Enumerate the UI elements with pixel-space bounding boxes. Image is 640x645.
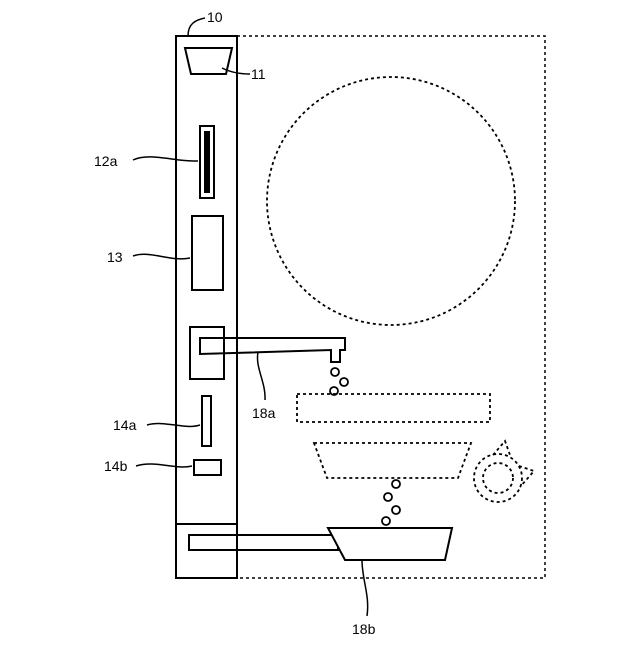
card-slot-opening — [204, 131, 210, 193]
label-18b: 18b — [352, 621, 376, 637]
display-panel — [192, 216, 223, 290]
leader-14b — [136, 464, 192, 467]
lower-tray — [328, 528, 452, 560]
label-14a: 14a — [113, 417, 137, 433]
label-13: 13 — [107, 249, 123, 265]
pellet — [382, 517, 390, 525]
dotted-funnel — [314, 443, 471, 478]
label-18a: 18a — [252, 405, 276, 421]
pellet — [384, 493, 392, 501]
pellet — [340, 378, 348, 386]
leader-10 — [188, 18, 205, 36]
pellet — [331, 368, 339, 376]
leader-13 — [133, 254, 190, 259]
label-10: 10 — [207, 9, 223, 25]
label-11: 11 — [251, 66, 266, 82]
leader-18b — [362, 560, 368, 616]
pellet — [392, 506, 400, 514]
leader-18a — [257, 352, 265, 400]
dotted-knob — [474, 441, 534, 502]
cabinet-outline — [237, 36, 545, 578]
pellet — [392, 480, 400, 488]
label-14b: 14b — [104, 458, 128, 474]
label-12a: 12a — [94, 153, 118, 169]
upper-nozzle-arm — [200, 338, 345, 362]
dotted-circle — [267, 77, 515, 325]
lower-arm — [189, 535, 338, 550]
slot-14a — [202, 396, 211, 446]
front-panel — [176, 36, 237, 578]
leader-12a — [133, 157, 198, 161]
leader-14a — [147, 424, 200, 427]
slot-14b — [194, 460, 221, 475]
dotted-tray — [297, 394, 490, 422]
